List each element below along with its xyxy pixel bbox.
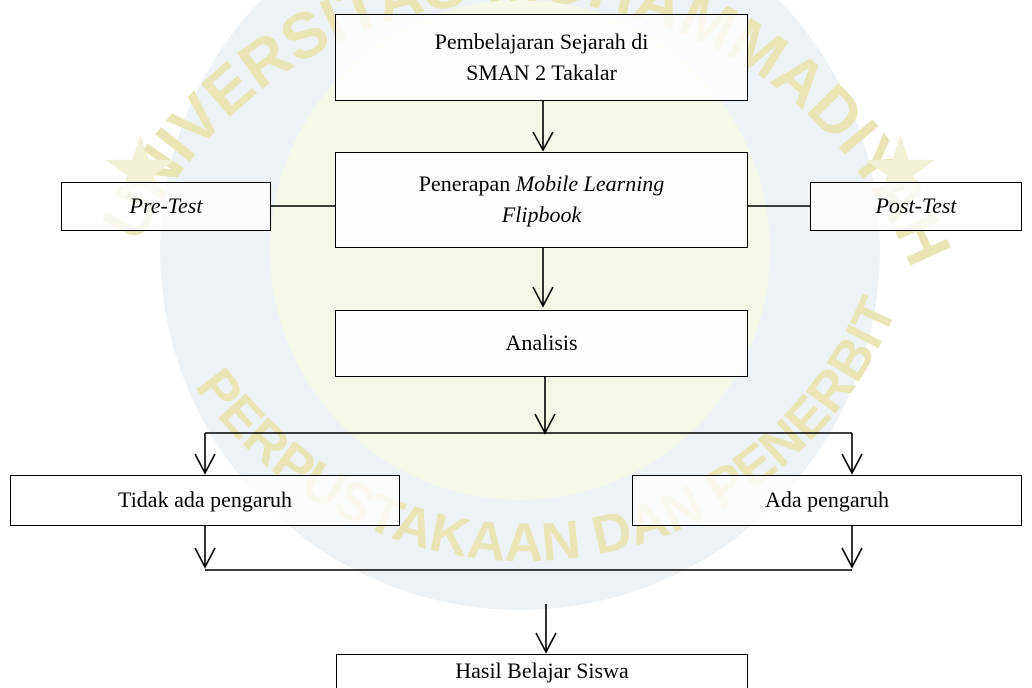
arrowhead-icon [841, 453, 863, 475]
node-analisis: Analisis [335, 310, 748, 377]
node-analisis-label: Analisis [505, 330, 578, 356]
arrowhead-icon [841, 547, 863, 569]
node-pembelajaran-sejarah: Pembelajaran Sejarah di SMAN 2 Takalar [335, 14, 748, 101]
node-ada-pengaruh: Ada pengaruh [632, 475, 1022, 526]
node-penerapan-prefix: Penerapan [418, 171, 516, 197]
node-penerapan-mobile-learning: Penerapan Mobile Learning Flipbook [335, 152, 748, 248]
node-post-test-label: Post-Test [875, 193, 957, 219]
node-hasil-label: Hasil Belajar Siswa [455, 658, 629, 684]
node-pembelajaran-line1: Pembelajaran Sejarah di [434, 28, 649, 54]
node-penerapan-italic1: Mobile Learning [515, 171, 665, 197]
arrowhead-icon [532, 131, 554, 152]
node-post-test: Post-Test [810, 182, 1022, 231]
node-hasil-belajar-siswa: Hasil Belajar Siswa [336, 654, 748, 688]
node-ada-label: Ada pengaruh [764, 487, 889, 513]
arrowhead-icon [194, 547, 216, 569]
arrowhead-icon [194, 453, 216, 475]
node-pre-test-label: Pre-Test [129, 193, 203, 219]
arrowhead-icon [535, 632, 557, 654]
node-penerapan-italic2: Flipbook [501, 202, 582, 227]
arrowhead-icon [532, 286, 554, 308]
node-tidak-ada-label: Tidak ada pengaruh [118, 487, 292, 513]
node-pre-test: Pre-Test [61, 182, 271, 231]
node-pembelajaran-line2: SMAN 2 Takalar [466, 59, 617, 85]
node-tidak-ada-pengaruh: Tidak ada pengaruh [10, 475, 400, 526]
